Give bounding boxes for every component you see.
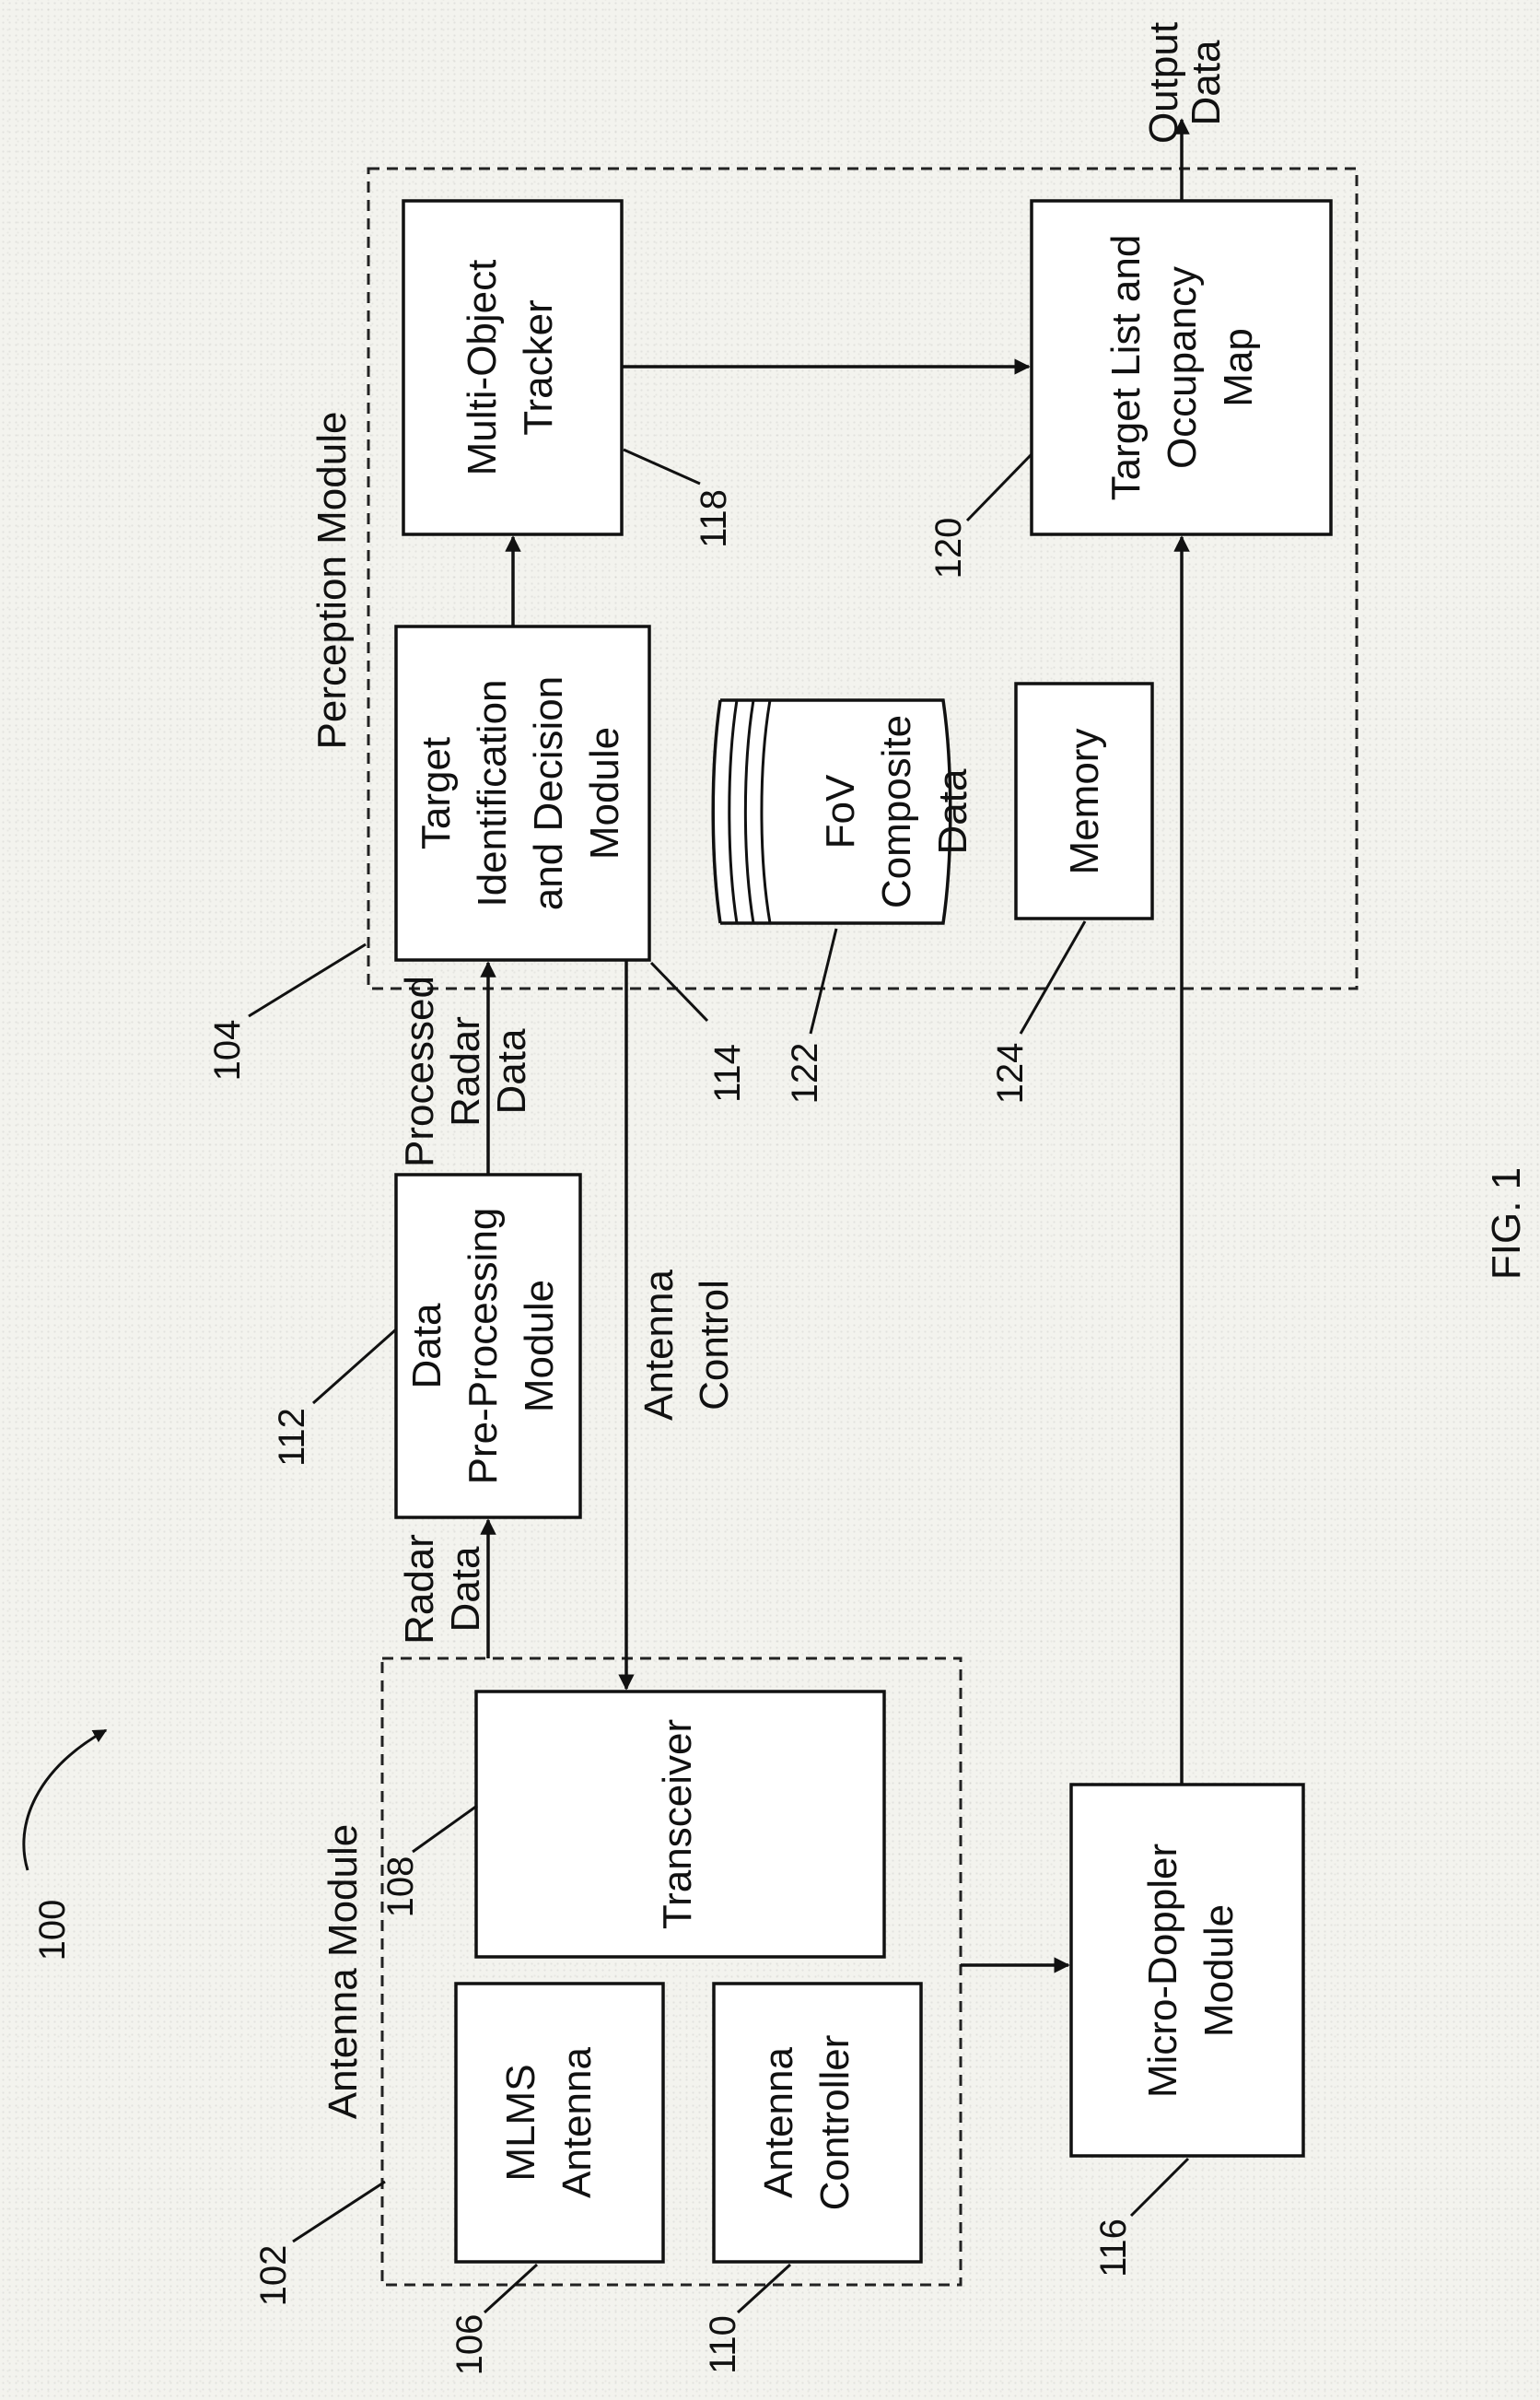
ref-118: 118 — [694, 489, 734, 548]
mlms-antenna-label-2: Antenna — [554, 2047, 600, 2198]
fov-composite-label-2: Composite — [874, 715, 919, 908]
target-identification-label-4: Module — [582, 727, 627, 860]
ref-116-leader — [1131, 2159, 1188, 2216]
output-data-label-1: Output — [1141, 22, 1186, 144]
ref-110: 110 — [703, 2315, 743, 2374]
ref-124: 124 — [990, 1043, 1031, 1105]
data-preprocessing-label-2: Pre-Processing — [461, 1208, 506, 1485]
ref-104-leader — [249, 944, 366, 1016]
output-data-label-2: Data — [1184, 40, 1229, 125]
multi-object-tracker-label-2: Tracker — [516, 299, 561, 436]
ref-104: 104 — [207, 1020, 248, 1082]
ref-100: 100 — [32, 1900, 73, 1961]
ref-122-leader — [811, 929, 836, 1034]
ref-118-leader — [624, 450, 700, 484]
processed-radar-data-label-2: Radar — [443, 1016, 488, 1127]
target-list-label-2: Occupancy — [1160, 266, 1205, 469]
ref-114: 114 — [707, 1044, 748, 1103]
multi-object-tracker-label-1: Multi-Object — [460, 260, 505, 476]
data-preprocessing-label-1: Data — [404, 1303, 449, 1388]
antenna-control-label-1: Antenna — [636, 1270, 682, 1421]
ref-102: 102 — [253, 2245, 294, 2307]
system-ref-arrow — [24, 1730, 106, 1870]
ref-102-leader — [293, 2182, 385, 2242]
fov-composite-label-3: Data — [930, 768, 975, 854]
processed-radar-data-label-1: Processed — [397, 976, 442, 1167]
ref-120: 120 — [928, 518, 969, 580]
antenna-controller-label-2: Controller — [812, 2035, 858, 2211]
multi-object-tracker-block — [403, 201, 622, 534]
ref-122: 122 — [785, 1043, 825, 1105]
target-list-label-1: Target List and — [1103, 235, 1149, 501]
ref-116: 116 — [1093, 2219, 1134, 2277]
ref-110-leader — [738, 2265, 790, 2312]
micro-doppler-label-2: Module — [1196, 1904, 1242, 2037]
processed-radar-data-label-3: Data — [489, 1028, 534, 1114]
perception-module-title: Perception Module — [309, 412, 355, 750]
ref-124-leader — [1021, 921, 1085, 1034]
target-identification-label-1: Target — [414, 737, 459, 849]
fov-composite-label-1: FoV — [818, 774, 863, 849]
ref-120-leader — [967, 454, 1032, 521]
radar-data-label-1: Radar — [397, 1534, 442, 1645]
data-preprocessing-label-3: Module — [517, 1280, 562, 1412]
ref-108-leader — [413, 1806, 477, 1852]
ref-112: 112 — [272, 1408, 312, 1467]
micro-doppler-label-1: Micro-Doppler — [1140, 1844, 1185, 2098]
ref-106-leader — [484, 2265, 537, 2312]
target-identification-label-2: Identification — [470, 679, 515, 907]
target-list-label-3: Map — [1216, 328, 1261, 407]
antenna-controller-label-1: Antenna — [756, 2047, 801, 2198]
ref-114-leader — [651, 963, 707, 1021]
target-identification-label-3: and Decision — [526, 676, 571, 910]
ref-108: 108 — [380, 1856, 421, 1918]
antenna-control-label-2: Control — [692, 1280, 737, 1411]
figure-label: FIG. 1 — [1484, 1167, 1529, 1280]
transceiver-label: Transceiver — [655, 1719, 700, 1929]
antenna-module-title: Antenna Module — [321, 1824, 366, 2119]
memory-label: Memory — [1062, 729, 1107, 875]
micro-doppler-block — [1071, 1785, 1303, 2156]
ref-106: 106 — [449, 2314, 490, 2376]
ref-112-leader — [313, 1329, 396, 1403]
mlms-antenna-label-1: MLMS — [498, 2064, 543, 2181]
radar-data-label-2: Data — [443, 1546, 488, 1632]
